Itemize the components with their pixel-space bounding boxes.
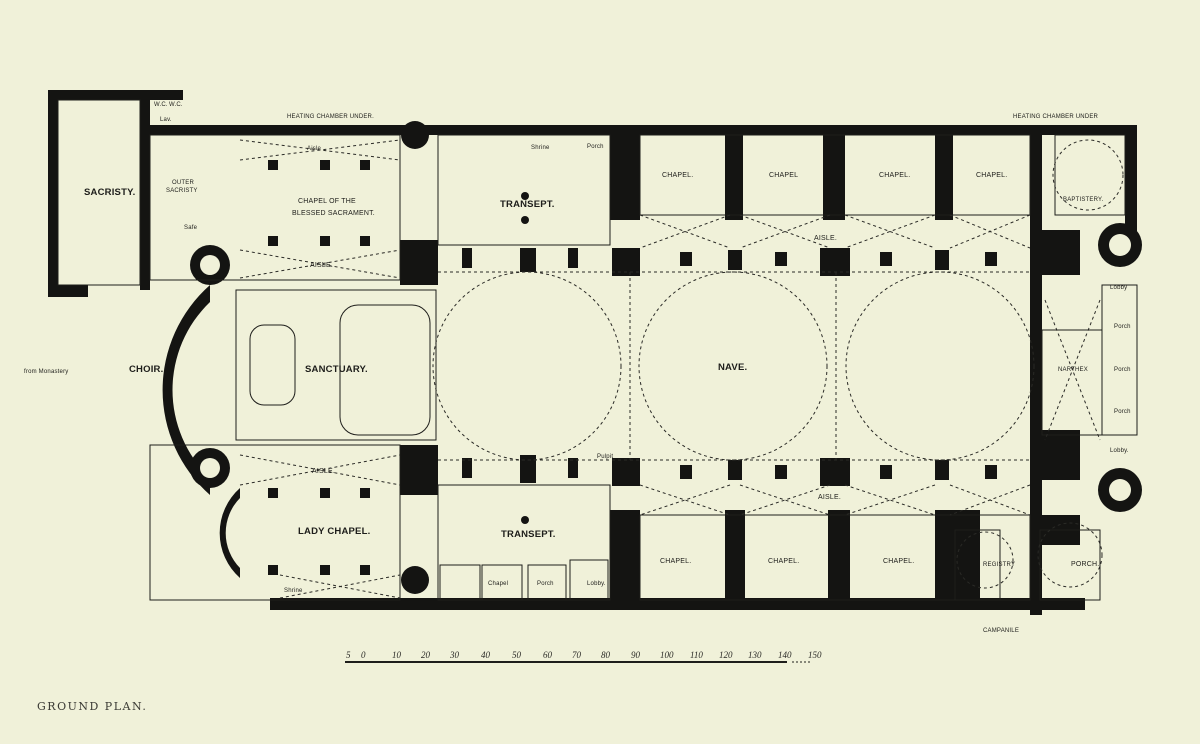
outlines	[57, 99, 1138, 601]
label-transept-bottom: TRANSEPT.	[501, 529, 556, 540]
vault-lines	[239, 139, 1124, 599]
scale-tick: 5	[346, 650, 351, 660]
label-aisle-lower-left: AISLE.	[312, 468, 335, 475]
scale-bar-labels: 5 0 10 20 30 40 50 60 70 80 90 100 110 1…	[346, 650, 822, 660]
label-campanile: CAMPANILE	[983, 628, 1019, 634]
label-lady-chapel: LADY CHAPEL.	[298, 526, 370, 537]
label-shrine-bottom: Shrine	[284, 588, 303, 594]
label-heating-right: HEATING CHAMBER UNDER	[1013, 114, 1099, 120]
scale-tick: 70	[572, 650, 582, 660]
scale-tick: 60	[543, 650, 553, 660]
label-wc-1: W.C.	[154, 102, 168, 108]
label-chapel-bottom-2: CHAPEL.	[768, 558, 799, 565]
label-aisle-top-small: Aisle	[307, 146, 321, 152]
label-porch-w1: Porch	[1114, 324, 1131, 330]
label-safe: Safe	[184, 225, 198, 231]
label-chapel-top-1: CHAPEL.	[662, 172, 693, 179]
label-lav: Lav.	[160, 117, 172, 123]
label-chapel-top-2: CHAPEL	[769, 172, 798, 179]
scale-tick: 120	[719, 650, 733, 660]
label-chapel-blessed-2: BLESSED SACRAMENT.	[292, 210, 375, 217]
scale-tick: 110	[690, 650, 703, 660]
label-heating-left: HEATING CHAMBER UNDER.	[287, 114, 374, 120]
label-chapel-small: Chapel	[488, 581, 508, 587]
label-chapel-bottom-1: CHAPEL.	[660, 558, 691, 565]
label-outer-sacristy-2: SACRISTY	[166, 188, 198, 194]
plan-caption: GROUND PLAN.	[37, 700, 148, 713]
label-porch-w3: Porch	[1114, 409, 1131, 415]
label-sanctuary: SANCTUARY.	[305, 364, 368, 375]
label-from-monastery: from Monastery	[24, 369, 68, 375]
scale-tick: 130	[748, 650, 762, 660]
label-outer-sacristy-1: OUTER	[172, 180, 194, 186]
label-lobby-bottom-small: Lobby.	[587, 581, 606, 587]
room-labels: HEATING CHAMBER UNDER. HEATING CHAMBER U…	[24, 102, 1131, 634]
label-nave: NAVE.	[718, 362, 747, 373]
label-registry: REGISTRY	[983, 562, 1015, 568]
scale-tick: 100	[660, 650, 674, 660]
label-choir: CHOIR.	[129, 364, 163, 375]
scale-tick: 140	[778, 650, 792, 660]
label-lobby-2: Lobby.	[1110, 448, 1129, 454]
label-baptistery: BAPTISTERY.	[1063, 197, 1103, 203]
label-aisle-upper-left: AISLE.	[310, 262, 333, 269]
label-porch-bottom-small: Porch	[537, 581, 554, 587]
label-porch-large: PORCH.	[1071, 561, 1099, 568]
scale-tick: 30	[449, 650, 460, 660]
scale-tick: 10	[392, 650, 402, 660]
label-aisle-bottom: AISLE.	[818, 494, 841, 501]
walls	[48, 90, 1142, 615]
label-lobby-1: Lobby	[1110, 285, 1127, 291]
label-shrine-top: Shrine	[531, 145, 550, 151]
scale-tick: 90	[631, 650, 641, 660]
scale-tick: 20	[421, 650, 431, 660]
label-aisle-top: AISLE.	[814, 235, 837, 242]
label-transept-top: TRANSEPT.	[500, 199, 555, 210]
scale-tick: 50	[512, 650, 522, 660]
scale-tick: 0	[361, 650, 366, 660]
label-sacristy: SACRISTY.	[84, 187, 135, 198]
label-pulpit: Pulpit	[597, 454, 613, 460]
label-chapel-blessed-1: CHAPEL OF THE	[298, 198, 356, 205]
label-porch-top: Porch	[587, 144, 604, 150]
label-narthex: NARTHEX	[1058, 367, 1088, 373]
scale-tick: 40	[481, 650, 491, 660]
scale-tick: 80	[601, 650, 611, 660]
scale-tick: 150	[808, 650, 822, 660]
label-chapel-bottom-3: CHAPEL.	[883, 558, 914, 565]
label-chapel-top-3: CHAPEL.	[879, 172, 910, 179]
label-porch-w2: Porch	[1114, 367, 1131, 373]
label-chapel-top-4: CHAPEL.	[976, 172, 1007, 179]
label-wc-2: W.C.	[169, 102, 183, 108]
